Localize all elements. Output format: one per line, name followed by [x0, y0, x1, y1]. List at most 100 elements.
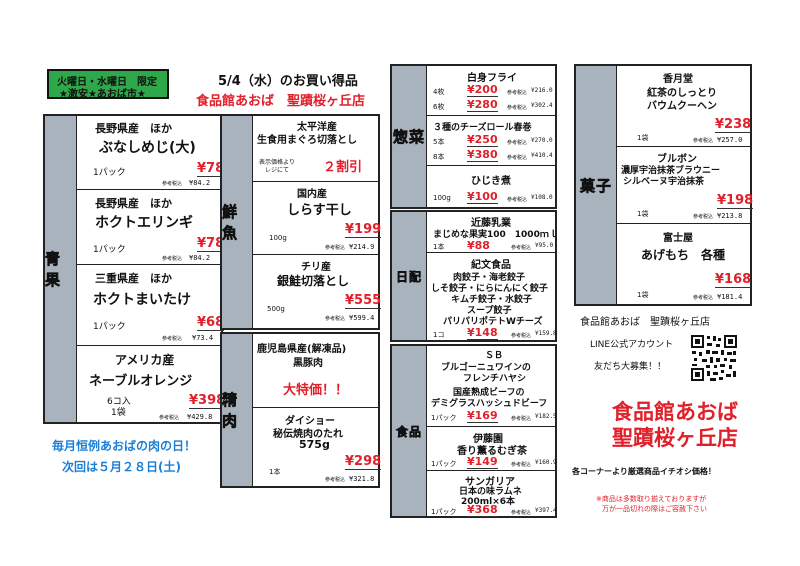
product-maker: サンガリア: [465, 477, 515, 488]
vegetables-category-label: 青果: [45, 116, 76, 422]
product-qty: 1コ: [433, 331, 445, 339]
product-price: ¥198: [717, 193, 754, 209]
product-size: 200ml×6本: [461, 497, 516, 507]
ref-label: 参考税込: [159, 415, 180, 421]
product-qty: 500g: [267, 305, 285, 313]
big-store-name-2: 聖蹟桜ヶ丘店: [612, 426, 738, 450]
product-qty: 8本: [433, 153, 445, 161]
product-tax-price: ¥182.5: [535, 413, 557, 420]
ref-label: 参考税込: [162, 336, 183, 342]
product-name: 濃厚宇治抹茶ブラウニー: [621, 166, 721, 176]
ref-label: 参考税込: [162, 181, 183, 187]
product-price: ¥298: [345, 454, 382, 470]
product-baumkuchen: 香月堂 紅茶のしっとり バウムクーヘン 1袋 ¥238 参考税込 ¥257.0: [616, 64, 752, 147]
product-name: ひじき煮: [471, 176, 511, 187]
product-qty: 1袋: [637, 291, 649, 299]
ref-label: 参考税込: [325, 245, 346, 251]
product-maker: ダイショー: [285, 416, 335, 427]
product-price: ¥88: [467, 239, 490, 253]
product-itoen-mugicha: 伊藤園 香り薫るむぎ茶 1パック ¥149 参考税込 ¥160.9: [426, 426, 557, 471]
meat-category-label: 精肉: [222, 334, 252, 486]
product-kurobuta: 鹿児島県産(解凍品) 黒豚肉 大特価！！: [252, 332, 380, 408]
product-name: 銀鮭切落とし: [277, 274, 350, 288]
product-name: シルベーヌ宇治抹茶: [623, 177, 705, 187]
product-tax-price: ¥108.0: [531, 194, 553, 201]
product-price: ¥169: [467, 409, 498, 423]
store-title: 食品館あおば 聖蹟桜ヶ丘店: [196, 94, 366, 109]
product-navel-orange: アメリカ産 ネーブルオレンジ 6コ入 1袋 ¥398 参考税込 ¥429.8: [76, 345, 226, 424]
product-yakiniku-tare: ダイショー 秘伝焼肉のたれ 575g 1本 ¥298 参考税込 ¥321.8: [252, 407, 382, 488]
product-eringi: 長野県産 ほか ホクトエリンギ 1パック ¥78 参考税込 ¥84.2: [76, 189, 225, 265]
product-bunashimeji: 長野県産 ほか ぶなしめじ(大) 1パック ¥78 参考税込 ¥84.2: [76, 114, 225, 190]
product-tax-price: ¥214.9: [349, 243, 375, 251]
product-name: ネーブルオレンジ: [89, 374, 193, 389]
product-maker: ＳＢ: [485, 351, 504, 361]
product-harumaki: ３種のチーズロール春巻 5本 ¥250 参考税込 ¥270.0 8本 ¥380 …: [426, 115, 557, 166]
product-qty: 1パック: [431, 460, 457, 468]
product-price: ¥238: [715, 117, 752, 133]
line-qr-code[interactable]: [690, 334, 738, 382]
ref-label: 参考税込: [507, 105, 528, 111]
product-qty: 6コ入: [107, 397, 131, 407]
product-qty: 100g: [269, 234, 287, 242]
product-price: ¥149: [467, 455, 498, 469]
product-sb-hayashi: ＳＢ ブルゴーニュワインの フレンチハヤシ 国産熟成ビーフの デミグラスハッシュ…: [426, 344, 557, 427]
tuewed-limited-box: 火曜日・水曜日 限定 ★激安★あおば市★: [47, 69, 169, 100]
product-maker: 富士屋: [663, 233, 693, 244]
product-tax-price: ¥84.2: [189, 179, 211, 187]
product-name: ぶなしめじ(大): [99, 140, 196, 156]
product-origin: 国内産: [297, 189, 327, 200]
product-qty: 100g: [433, 194, 451, 202]
product-size: 575g: [299, 438, 330, 451]
product-price: ¥200: [467, 83, 498, 97]
deli-category-label: 惣菜: [392, 66, 426, 207]
product-ramune: サンガリア 日本の味ラムネ 200ml×6本 1パック ¥368 参考税込 ¥3…: [426, 470, 557, 518]
friends-recruit: 友だち大募集！！: [594, 362, 667, 372]
product-name: ホクトまいたけ: [93, 292, 191, 308]
product-tax-price: ¥216.0: [531, 87, 553, 94]
product-ginzake: チリ産 銀鮭切落とし 500g ¥555 参考税込 ¥599.4: [252, 254, 382, 330]
recommend-text: 各コーナーより厳選商品イチオシ価格！: [572, 467, 716, 476]
big-store-name-1: 食品館あおば: [612, 400, 738, 424]
product-price: ¥68: [197, 315, 225, 331]
product-price: ¥100: [467, 190, 498, 204]
product-qty-unit: 1袋: [111, 408, 126, 418]
product-name: あげもち 各種: [641, 248, 726, 262]
product-maitake: 三重県産 ほか ホクトまいたけ 1パック ¥68 参考税込 ¥73.4: [76, 264, 225, 346]
product-name: ３種のチーズロール春巻: [433, 123, 532, 133]
ref-label: 参考税込: [511, 333, 532, 339]
product-price: ¥78: [197, 161, 225, 177]
product-tax-price: ¥599.4: [349, 314, 375, 322]
product-origin: 三重県産 ほか: [95, 272, 172, 285]
product-qty: 1パック: [431, 414, 457, 422]
product-name: しらす干し: [287, 203, 352, 218]
product-tax-price: ¥410.4: [531, 152, 553, 159]
product-name: ホクトエリンギ: [95, 215, 193, 231]
product-tax-price: ¥429.8: [187, 413, 213, 421]
daily-category-label: 日配: [392, 212, 426, 340]
product-origin: 長野県産 ほか: [95, 197, 172, 210]
product-tax-price: ¥321.8: [349, 475, 375, 483]
product-qty: 1袋: [637, 210, 649, 218]
product-price: ¥280: [467, 98, 498, 112]
discount-note1: 表示価格より: [259, 159, 295, 166]
product-tax-price: ¥213.8: [717, 212, 743, 220]
notice-line1: ※商品は多数取り揃えておりますが: [596, 495, 707, 503]
product-maguro: 太平洋産 生食用まぐろ切落とし 表示価格より レジにて ２割引: [252, 114, 380, 182]
product-qty: 1パック: [93, 168, 126, 178]
product-name: ブルゴーニュワインの: [441, 363, 531, 373]
product-line: 肉餃子・海老餃子: [453, 273, 526, 283]
notice-line2: 万が一品切れの際はご容赦下さい: [602, 505, 707, 513]
product-shiromi-fry: 白身フライ 4枚 ¥200 参考税込 ¥216.0 6枚 ¥280 参考税込 ¥…: [426, 64, 557, 116]
product-origin: 太平洋産: [297, 122, 337, 133]
product-tax-price: ¥181.4: [717, 293, 743, 301]
sale-label: 大特価！！: [283, 383, 349, 398]
product-price: ¥78: [197, 236, 225, 252]
meat-day-line2: 次回は５月２８日(土): [62, 460, 181, 474]
product-tax-price: ¥160.9: [535, 459, 557, 466]
product-qty: 5本: [433, 138, 445, 146]
date-title: 5/4（水）のお買い得品: [218, 74, 358, 89]
product-name: 白身フライ: [467, 73, 517, 84]
product-sylvaine: ブルボン 濃厚宇治抹茶ブラウニー シルベーヌ宇治抹茶 1袋 ¥198 参考税込 …: [616, 146, 754, 224]
product-maker: 近藤乳業: [471, 218, 511, 229]
